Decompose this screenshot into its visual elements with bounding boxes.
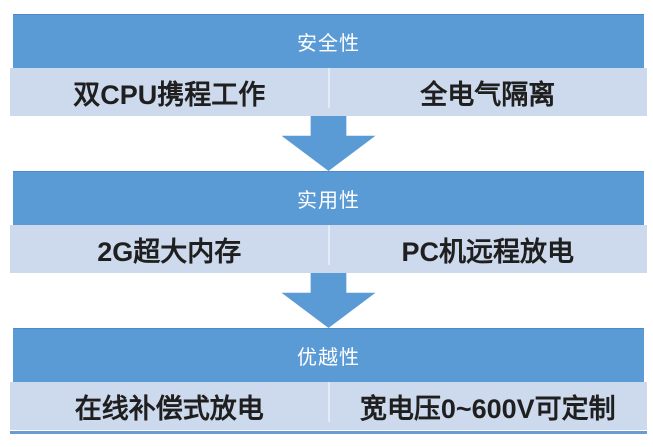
cell-divider [327,225,330,265]
section-header-label: 安全性 [297,33,360,55]
arrow-gap [10,116,647,171]
feature-cell: PC机远程放电 [329,225,648,273]
feature-label: 全电气隔离 [420,79,556,110]
section-header-bar: 优越性 [13,328,644,382]
section-feature-row: 在线补偿式放电 宽电压0~600V可定制 [10,382,647,430]
bottom-accent-line [10,431,647,434]
feature-label: PC机远程放电 [401,236,574,267]
section-practicality: 实用性 2G超大内存 PC机远程放电 [10,171,647,273]
feature-label: 2G超大内存 [97,236,242,267]
down-arrow-icon [281,273,376,328]
section-feature-row: 双CPU携程工作 全电气隔离 [10,68,647,116]
cell-divider [327,382,330,422]
feature-cell: 宽电压0~600V可定制 [329,382,648,430]
feature-label: 宽电压0~600V可定制 [359,393,616,424]
section-header-label: 优越性 [297,347,360,369]
section-header-label: 实用性 [297,190,360,212]
section-header-bar: 实用性 [13,171,644,225]
feature-label: 双CPU携程工作 [73,79,266,110]
section-superiority: 优越性 在线补偿式放电 宽电压0~600V可定制 [10,328,647,430]
feature-label: 在线补偿式放电 [74,393,264,424]
arrow-gap [10,273,647,328]
section-feature-row: 2G超大内存 PC机远程放电 [10,225,647,273]
cell-divider [327,68,330,108]
section-header-bar: 安全性 [13,14,644,68]
feature-cell: 在线补偿式放电 [10,382,329,430]
feature-cell: 全电气隔离 [329,68,648,116]
section-safety: 安全性 双CPU携程工作 全电气隔离 [10,14,647,116]
feature-cell: 双CPU携程工作 [10,68,329,116]
down-arrow-icon [281,116,376,171]
feature-flow-diagram: 安全性 双CPU携程工作 全电气隔离 实用性 2G超大内存 [10,14,647,434]
feature-cell: 2G超大内存 [10,225,329,273]
